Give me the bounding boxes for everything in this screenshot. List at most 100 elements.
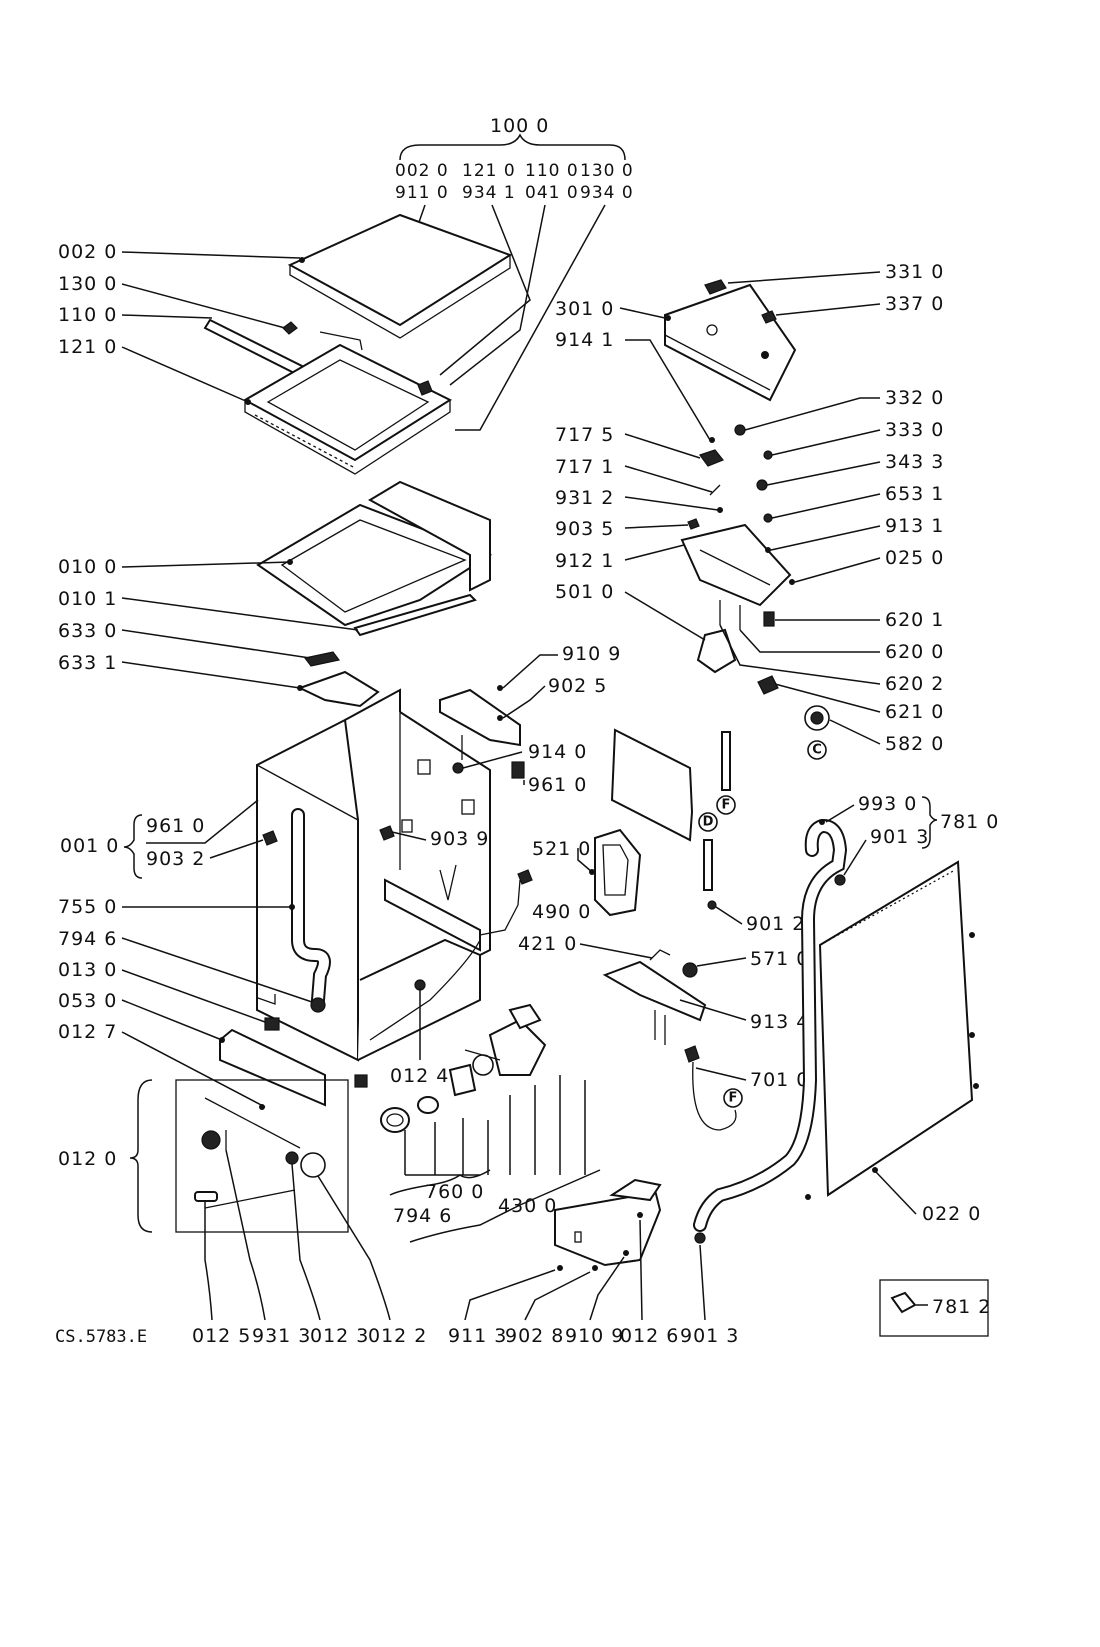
inset-781-2-part xyxy=(890,1291,917,1314)
leader-041 xyxy=(449,204,546,386)
screw-902-8 xyxy=(592,1265,598,1271)
leader-130 xyxy=(121,283,286,329)
leader-913-1 xyxy=(770,525,881,551)
drain-hose-781 xyxy=(693,819,848,1244)
label-121: 121 0 xyxy=(58,336,117,358)
leader-717-1 xyxy=(624,465,713,493)
label-010-1: 010 1 xyxy=(58,588,117,610)
leader-902-8 xyxy=(524,1271,591,1321)
wiring-harness xyxy=(369,939,481,1041)
top-bracket xyxy=(439,685,525,779)
label-701: 701 0 xyxy=(750,1069,809,1091)
label-913-4: 913 4 xyxy=(750,1011,809,1033)
valve-legs xyxy=(654,1010,666,1045)
part-931-2 xyxy=(717,507,723,513)
leader-914-0 xyxy=(462,751,523,769)
cap-760-inner xyxy=(386,1113,404,1127)
cabinet-item-0: 961 0 xyxy=(146,815,205,837)
group-100-r2-2: 041 0 xyxy=(525,183,579,203)
leader-343-3 xyxy=(766,461,881,486)
inset-781-2: 781 2 xyxy=(879,1279,990,1337)
circle-marker-c-text: C xyxy=(812,743,822,758)
label-911-3: 911 3 xyxy=(448,1325,507,1347)
back-panel-edge xyxy=(819,869,956,946)
cabinet-foot xyxy=(257,994,276,1005)
cabinet-back-panel xyxy=(399,711,491,956)
back-panel-shape xyxy=(818,860,974,1197)
drawing-reference: CS.5783.E xyxy=(55,1327,147,1347)
gear-931-3 xyxy=(201,1130,221,1150)
label-901-3-b: 901 3 xyxy=(680,1325,739,1347)
inlet-hose-body xyxy=(692,1061,737,1131)
leader-902-5 xyxy=(502,685,546,719)
leader-332 xyxy=(744,397,880,431)
screw-914-1 xyxy=(709,437,715,443)
label-781: 781 0 xyxy=(940,811,999,833)
leader-010-0 xyxy=(121,561,291,568)
cabinet-cutout-1 xyxy=(417,759,431,775)
label-912-1: 912 1 xyxy=(555,550,614,572)
leader-903-9 xyxy=(391,831,427,841)
fill-tube: F D xyxy=(698,731,736,910)
back-panel-hole-3 xyxy=(973,1083,979,1089)
label-010-0: 010 0 xyxy=(58,556,117,578)
back-panel-hole-1 xyxy=(969,932,975,938)
bottom-labels: 012 5 931 3 012 3 012 2 911 3 902 8 910 … xyxy=(192,1149,739,1347)
part-961-0-b xyxy=(511,761,525,779)
clamp-901-3-b xyxy=(694,1232,706,1244)
base-bracket-top xyxy=(609,1178,662,1202)
group-100-r1-1: 121 0 xyxy=(462,161,516,181)
group-012-brace xyxy=(129,1079,153,1233)
lid-frame xyxy=(242,331,453,475)
label-794-6: 794 6 xyxy=(58,928,117,950)
cabinet-group-labels: 001 0 961 0 903 2 xyxy=(60,799,264,879)
pump-seal xyxy=(472,1054,494,1076)
leader-501 xyxy=(624,591,706,641)
label-301: 301 0 xyxy=(555,298,614,320)
label-902-8: 902 8 xyxy=(505,1325,564,1347)
control-knob-hole xyxy=(706,324,718,336)
leader-914-1 xyxy=(625,339,711,441)
leader-012-7 xyxy=(121,1031,266,1108)
pump-top xyxy=(508,1003,542,1030)
label-913-1: 913 1 xyxy=(885,515,944,537)
bracket-912-1-line xyxy=(699,549,771,586)
label-012-5: 012 5 xyxy=(192,1325,251,1347)
label-931-3: 931 3 xyxy=(252,1325,311,1347)
label-901-2: 901 2 xyxy=(746,913,805,935)
foot-013 xyxy=(264,1017,280,1031)
slider-012-5 xyxy=(194,1191,218,1202)
lid-latch xyxy=(417,380,433,396)
panel-053 xyxy=(219,1028,326,1107)
back-panel-point xyxy=(872,1167,878,1173)
leader-911-3 xyxy=(464,1269,556,1321)
label-332: 332 0 xyxy=(885,387,944,409)
leader-002 xyxy=(121,251,301,259)
pump-brace-760 xyxy=(389,1169,491,1196)
leader-794-6 xyxy=(121,937,313,1003)
leader-331 xyxy=(727,271,881,284)
pump-filter xyxy=(448,1063,477,1097)
screw-902-5 xyxy=(497,715,503,721)
leader-633-0 xyxy=(121,629,311,659)
leader-521 xyxy=(577,848,593,873)
label-110: 110 0 xyxy=(58,304,117,326)
leader-582 xyxy=(829,719,881,745)
leader-012-3 xyxy=(291,1163,321,1321)
label-717-1: 717 1 xyxy=(555,456,614,478)
ring-794-6 xyxy=(417,1096,439,1114)
part-025 xyxy=(789,579,795,585)
label-130: 130 0 xyxy=(58,273,117,295)
label-760: 760 0 xyxy=(425,1181,484,1203)
label-794-6-b: 794 6 xyxy=(393,1205,452,1227)
lid-frame-edge xyxy=(244,400,451,475)
label-633-0: 633 0 xyxy=(58,620,117,642)
label-914-0: 914 0 xyxy=(528,741,587,763)
left-labels: 002 0 130 0 110 0 121 0 010 0 010 1 633 … xyxy=(58,241,359,1170)
label-430: 430 0 xyxy=(498,1195,557,1217)
knob-337 xyxy=(761,310,777,324)
inlet-hose-fitting xyxy=(684,1045,700,1063)
label-002: 002 0 xyxy=(58,241,117,263)
inlet-hose-701: F xyxy=(684,1045,743,1131)
label-755: 755 0 xyxy=(58,896,117,918)
